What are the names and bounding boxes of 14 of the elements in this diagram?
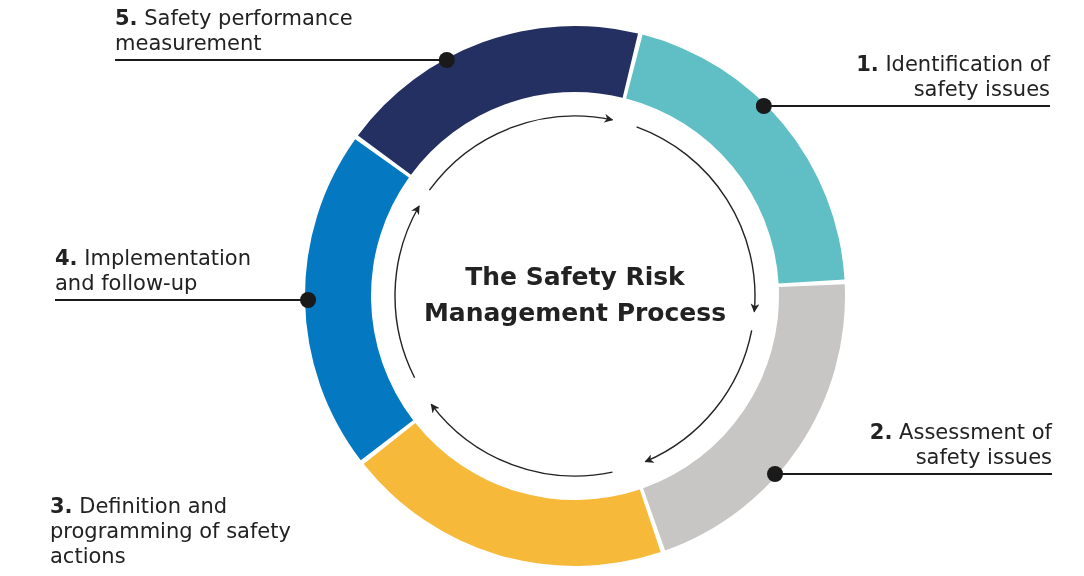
- step-label: 2. Assessment of safety issues: [832, 420, 1052, 470]
- leader-line: [767, 466, 1053, 482]
- ring-segment: [626, 34, 845, 284]
- ring-segment: [357, 26, 639, 175]
- center-title: The Safety Risk Management Process: [405, 259, 745, 331]
- step-label: 5. Safety performance measurement: [115, 6, 395, 56]
- step-label: 4. Implementation and follow-up: [55, 246, 270, 296]
- leader-line: [54, 292, 317, 308]
- leader-line: [114, 52, 455, 68]
- step-label: 1. Identification of safety issues: [815, 52, 1050, 102]
- ring-segment: [305, 139, 414, 461]
- ring-segment: [363, 423, 661, 566]
- step-label: 3. Definition and programming of safety actions: [50, 494, 360, 569]
- leader-line: [755, 98, 1051, 114]
